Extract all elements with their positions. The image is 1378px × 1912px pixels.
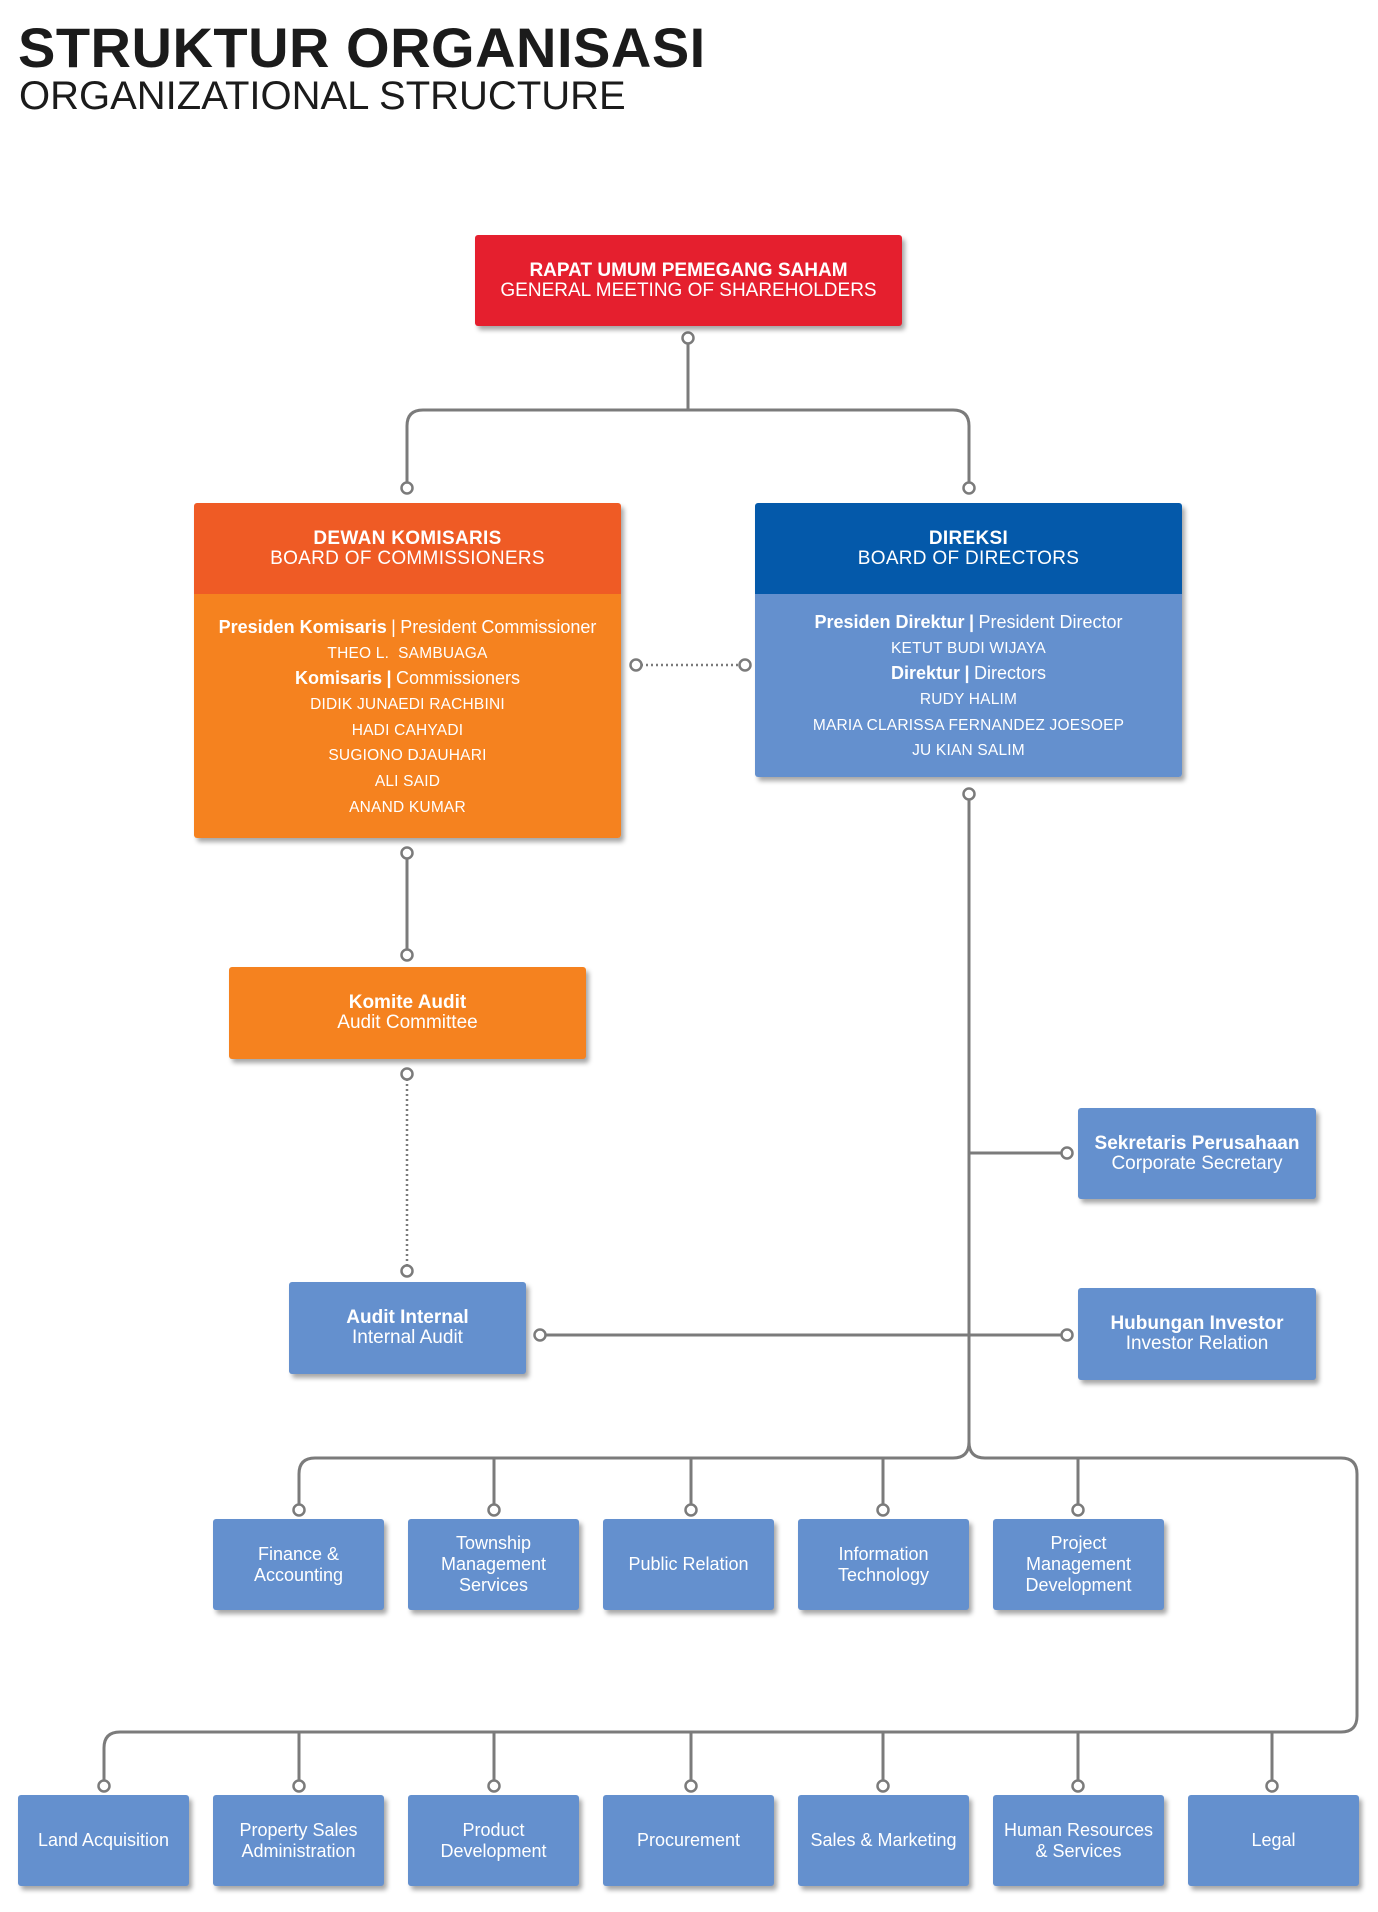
president-commissioner-label-id: Presiden Komisaris [218, 617, 387, 637]
label-separator: | [964, 663, 970, 684]
commissioner-name: HADI CAHYADI [351, 721, 464, 739]
directors-header: DIREKSI BOARD OF DIRECTORS [755, 503, 1182, 594]
department-box-sales-marketing: Sales & Marketing [798, 1795, 969, 1886]
connector-node [400, 1067, 414, 1081]
connector-node [629, 658, 643, 672]
connector-node [400, 846, 414, 860]
commissioner-name: ANAND KUMAR [349, 798, 466, 816]
audit-committee-title-en: Audit Committee [337, 1012, 478, 1033]
gms-title-id: RAPAT UMUM PEMEGANG SAHAM [529, 259, 848, 281]
commissioner-name: SUGIONO DJAUHARI [328, 747, 487, 765]
commissioners-title-id: DEWAN KOMISARIS [313, 527, 502, 549]
connector-directors-trunk-right [102, 1441, 1359, 1786]
directors-body: Presiden Direktur | President Director K… [755, 594, 1182, 777]
commissioners-members-label: Komisaris | Commissioners [194, 666, 621, 692]
connector-node [97, 1779, 111, 1793]
president-director-name: KETUT BUDI WIJAYA [891, 639, 1046, 657]
connector-node [738, 658, 752, 672]
department-box-township-management: Township Management Services [408, 1519, 579, 1610]
president-director-label-en: President Director [978, 612, 1123, 632]
connector-node [487, 1503, 501, 1517]
connector-node [400, 948, 414, 962]
audit-committee-box: Komite Audit Audit Committee [229, 967, 586, 1059]
director-name: MARIA CLARISSA FERNANDEZ JOESOEP [812, 716, 1125, 734]
department-box-finance-accounting: Finance & Accounting [213, 1519, 384, 1610]
commissioners-body: Presiden Komisaris | President Commissio… [194, 594, 621, 838]
department-box-project-management: Project Management Development [993, 1519, 1164, 1610]
president-commissioner-name: THEO L. SAMBUAGA [327, 644, 488, 662]
department-box-property-sales: Property Sales Administration [213, 1795, 384, 1886]
gms-box: RAPAT UMUM PEMEGANG SAHAM GENERAL MEETIN… [475, 235, 902, 326]
president-commissioner-label-en: President Commissioner [400, 617, 597, 637]
connector-directors-trunk-left [297, 794, 971, 1510]
connector-node [1060, 1146, 1074, 1160]
department-box-information-technology: Information Technology [798, 1519, 969, 1610]
connector-node [1071, 1779, 1085, 1793]
commissioners-card: DEWAN KOMISARIS BOARD OF COMMISSIONERS P… [194, 503, 621, 838]
investor-relation-box: Hubungan Investor Investor Relation [1078, 1288, 1316, 1380]
internal-audit-title-id: Audit Internal [346, 1307, 469, 1328]
department-box-procurement: Procurement [603, 1795, 774, 1886]
department-box-public-relation: Public Relation [603, 1519, 774, 1610]
department-box-land-acquisition: Land Acquisition [18, 1795, 189, 1886]
commissioners-label-id: Komisaris [294, 668, 383, 689]
label-separator: | [968, 612, 975, 632]
connector-node [962, 787, 976, 801]
director-name: RUDY HALIM [919, 691, 1018, 709]
department-box-legal: Legal [1188, 1795, 1359, 1886]
directors-president-label: Presiden Direktur | President Director [755, 610, 1182, 636]
directors-label-id: Direktur [891, 663, 961, 684]
internal-audit-title-en: Internal Audit [352, 1327, 463, 1348]
commissioners-title-en: BOARD OF COMMISSIONERS [270, 547, 545, 569]
connector-node [400, 481, 414, 495]
commissioner-name: ALI SAID [374, 773, 441, 791]
connector-node [400, 1264, 414, 1278]
corporate-secretary-title-en: Corporate Secretary [1111, 1152, 1283, 1174]
connector-node [1265, 1779, 1279, 1793]
commissioners-president-label: Presiden Komisaris | President Commissio… [194, 615, 621, 641]
directors-title-en: BOARD OF DIRECTORS [857, 547, 1080, 569]
connector-node [292, 1503, 306, 1517]
connector-node [487, 1779, 501, 1793]
connector-node [876, 1779, 890, 1793]
connector-node [876, 1503, 890, 1517]
label-separator: | [391, 617, 396, 637]
label-separator: | [386, 668, 392, 689]
connector-node [684, 1779, 698, 1793]
internal-audit-box: Audit Internal Internal Audit [289, 1282, 526, 1374]
directors-members-label: Direktur | Directors [755, 661, 1182, 687]
connector-node [681, 331, 695, 345]
investor-relation-title-id: Hubungan Investor [1110, 1313, 1284, 1334]
corporate-secretary-title-id: Sekretaris Perusahaan [1094, 1132, 1300, 1154]
connector-node [684, 1503, 698, 1517]
corporate-secretary-box: Sekretaris Perusahaan Corporate Secretar… [1078, 1108, 1316, 1199]
department-box-human-resources: Human Resources & Services [993, 1795, 1164, 1886]
gms-title-en: GENERAL MEETING OF SHAREHOLDERS [500, 279, 877, 301]
page-title: STRUKTUR ORGANISASI [18, 16, 706, 79]
commissioners-header: DEWAN KOMISARIS BOARD OF COMMISSIONERS [194, 503, 621, 594]
connector-node [533, 1328, 547, 1342]
page-subtitle: ORGANIZATIONAL STRUCTURE [19, 74, 626, 118]
director-name: JU KIAN SALIM [912, 742, 1025, 760]
directors-card: DIREKSI BOARD OF DIRECTORS Presiden Dire… [755, 503, 1182, 777]
department-box-product-development: Product Development [408, 1795, 579, 1886]
connector-node [1071, 1503, 1085, 1517]
commissioner-name: DIDIK JUNAEDI RACHBINI [310, 696, 505, 714]
president-director-label-id: Presiden Direktur [814, 612, 965, 632]
connector-node [962, 481, 976, 495]
connector-node [1060, 1328, 1074, 1342]
directors-title-id: DIREKSI [928, 527, 1009, 549]
directors-label-en: Directors [973, 663, 1046, 684]
investor-relation-title-en: Investor Relation [1125, 1333, 1269, 1354]
connector-node [292, 1779, 306, 1793]
commissioners-label-en: Commissioners [395, 668, 521, 689]
connector-gms-branches [405, 408, 971, 488]
audit-committee-title-id: Komite Audit [348, 992, 467, 1013]
